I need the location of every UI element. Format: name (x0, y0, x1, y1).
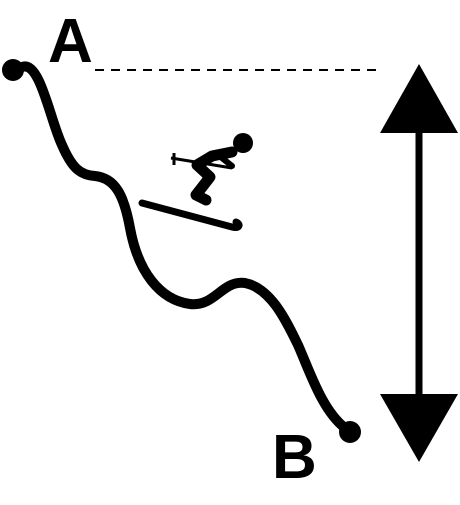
skier-icon (138, 133, 253, 231)
point-a-marker (2, 59, 24, 81)
point-b-marker (339, 421, 361, 443)
double-headed-arrow-icon (380, 64, 458, 462)
slope-curve (17, 61, 350, 433)
point-b-label: B (272, 423, 317, 492)
point-a-label: A (48, 7, 93, 76)
